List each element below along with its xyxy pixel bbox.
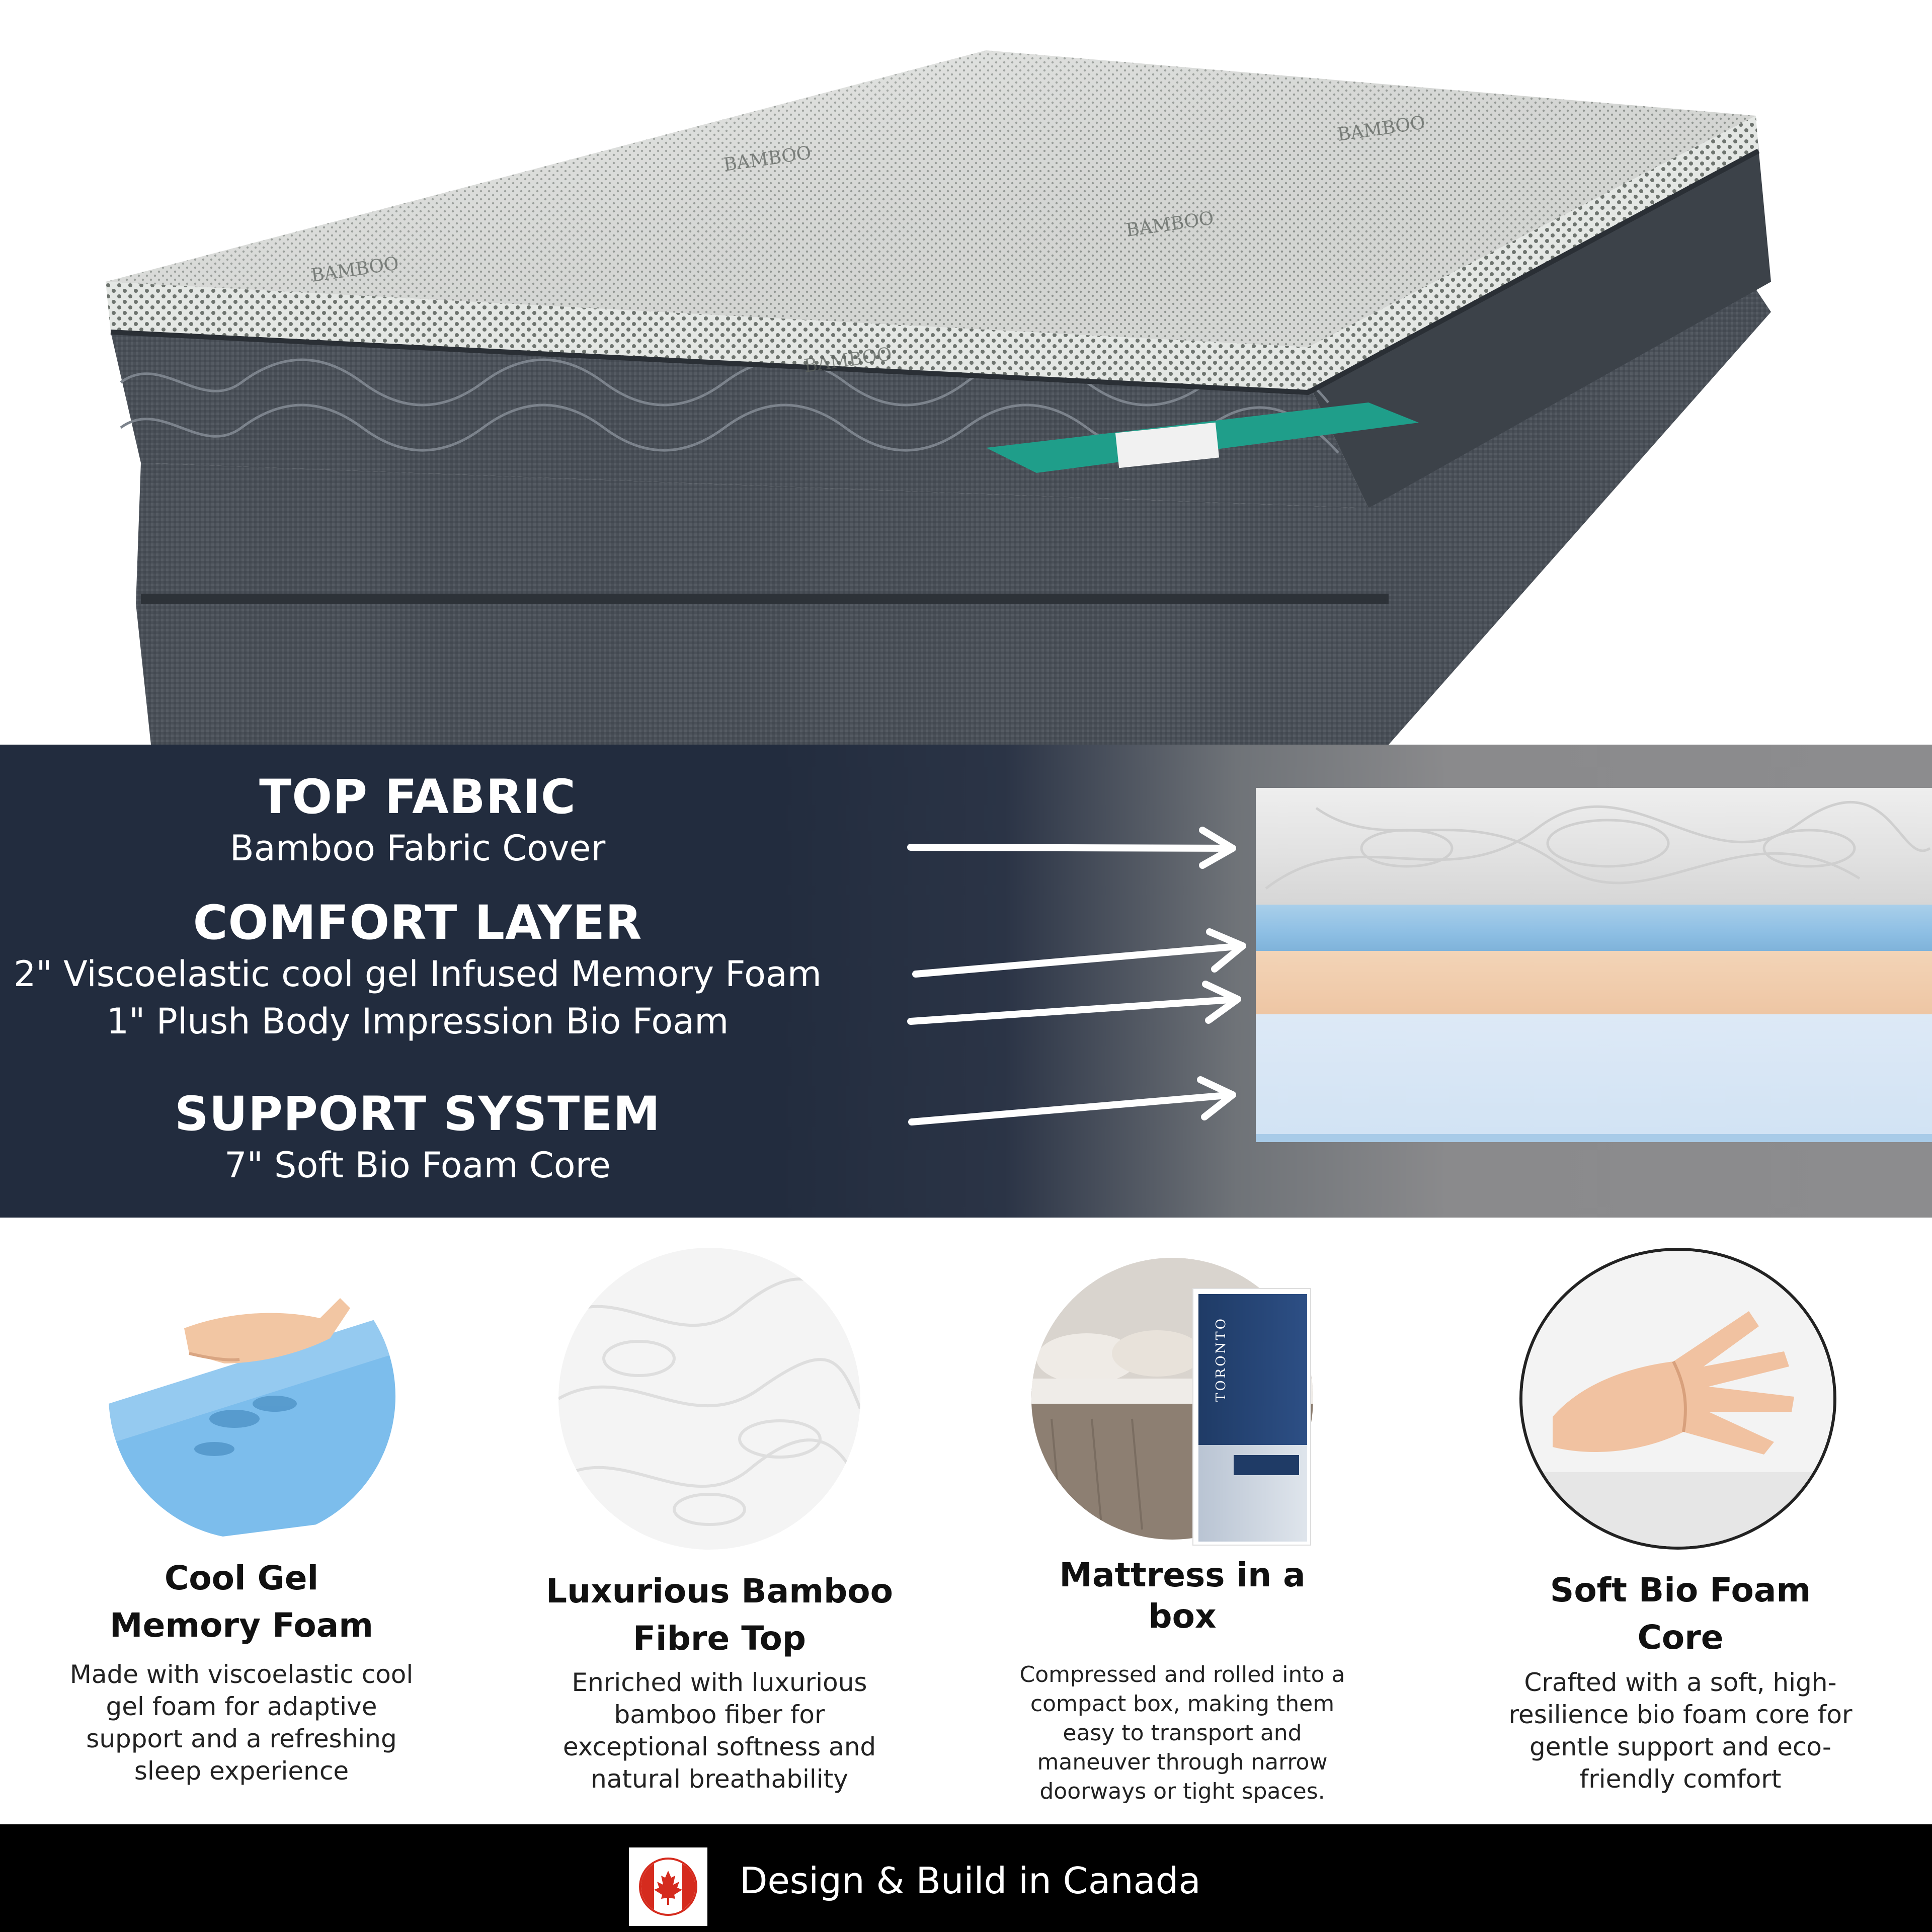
cool-gel-title-line-2: Memory Foam (109, 1606, 374, 1645)
cross-section-core-layer (1256, 1014, 1932, 1134)
bamboo-desc-line: bamboo fiber for (614, 1700, 825, 1729)
arrow-gel-layer-icon (912, 928, 1246, 978)
arrow-core-icon (908, 1076, 1236, 1125)
mattress-right-side (1308, 121, 1771, 508)
comfort-layer-desc-2: 1" Plush Body Impression Bio Foam (106, 1001, 729, 1042)
bamboo-desc-line: Enriched with luxurious (572, 1668, 867, 1697)
comfort-layer-title: COMFORT LAYER (193, 896, 642, 950)
bamboo-desc-line: natural breathability (591, 1764, 848, 1794)
support-system-desc: 7" Soft Bio Foam Core (224, 1145, 611, 1186)
box-desc-line: Compressed and rolled into a (1019, 1662, 1345, 1687)
support-system-block: SUPPORT SYSTEM 7" Soft Bio Foam Core (0, 1087, 835, 1189)
cool-gel-title-line-1: Cool Gel (164, 1559, 319, 1597)
layer-arrows (907, 827, 1246, 1125)
comfort-layer-desc-1: 2" Viscoelastic cool gel Infused Memory … (14, 953, 822, 995)
cool-gel-desc-line: support and a refreshing (86, 1724, 397, 1753)
bio-core-title-line-2: Core (1637, 1618, 1724, 1657)
cool-gel-desc-line: sleep experience (134, 1756, 349, 1786)
box-desc-line: easy to transport and (1063, 1720, 1302, 1746)
bamboo-title-line-1: Luxurious Bamboo (546, 1572, 893, 1611)
cross-section-gel-layer (1256, 905, 1932, 951)
mattress-box-image: TORONTO (1192, 1288, 1311, 1546)
bio-foam-image (1519, 1248, 1836, 1550)
features-section: Cool Gel Memory Foam Made with viscoelas… (0, 1218, 1932, 1821)
cool-gel-desc-line: Made with viscoelastic cool (69, 1660, 414, 1689)
bamboo-desc-line: exceptional softness and (562, 1732, 876, 1761)
support-system-title: SUPPORT SYSTEM (174, 1087, 661, 1142)
layers-section: TOP FABRIC Bamboo Fabric Cover COMFORT L… (0, 745, 1932, 1218)
box-title-line-2: box (1148, 1597, 1217, 1636)
bio-core-desc-line: gentle support and eco- (1530, 1732, 1831, 1761)
cross-section-fabric-layer (1256, 788, 1932, 905)
cross-section-bio-layer (1256, 951, 1932, 1014)
bamboo-title-line-2: Fibre Top (632, 1619, 807, 1658)
box-desc-line: doorways or tight spaces. (1039, 1779, 1325, 1804)
canada-flag-icon (629, 1847, 707, 1926)
box-title-line-1: Mattress in a (1059, 1556, 1306, 1594)
cross-section-edge (1256, 1134, 1932, 1142)
top-fabric-block: TOP FABRIC Bamboo Fabric Cover (0, 770, 835, 872)
bio-core-title-line-1: Soft Bio Foam (1550, 1571, 1811, 1609)
footer-bar: Design & Build in Canada (0, 1824, 1932, 1932)
top-fabric-desc: Bamboo Fabric Cover (229, 828, 606, 869)
box-brand-label: TORONTO (1214, 1317, 1229, 1402)
mattress-cross-section (1256, 788, 1932, 1142)
cool-gel-desc-line: gel foam for adaptive (106, 1692, 377, 1721)
bamboo-fabric-image (558, 1248, 860, 1550)
cool-gel-foam-image (109, 1253, 395, 1540)
comfort-layer-block: COMFORT LAYER 2" Viscoelastic cool gel I… (0, 896, 835, 1045)
arrow-top-fabric-icon (907, 827, 1236, 869)
box-desc-line: compact box, making them (1030, 1691, 1335, 1717)
footer-text: Design & Build in Canada (740, 1860, 1201, 1902)
bio-core-desc-line: Crafted with a soft, high- (1524, 1668, 1837, 1697)
bio-core-desc-line: resilience bio foam core for (1508, 1700, 1853, 1729)
box-desc-line: maneuver through narrow (1037, 1749, 1328, 1775)
mattress-illustration: BAMBOO BAMBOO BAMBOO BAMBOO BAMBOO (106, 50, 1771, 745)
mattress-hero: BAMBOO BAMBOO BAMBOO BAMBOO BAMBOO (0, 0, 1932, 745)
bio-core-desc-line: friendly comfort (1579, 1764, 1782, 1794)
arrow-bio-layer-icon (907, 981, 1241, 1025)
top-fabric-title: TOP FABRIC (259, 770, 576, 825)
